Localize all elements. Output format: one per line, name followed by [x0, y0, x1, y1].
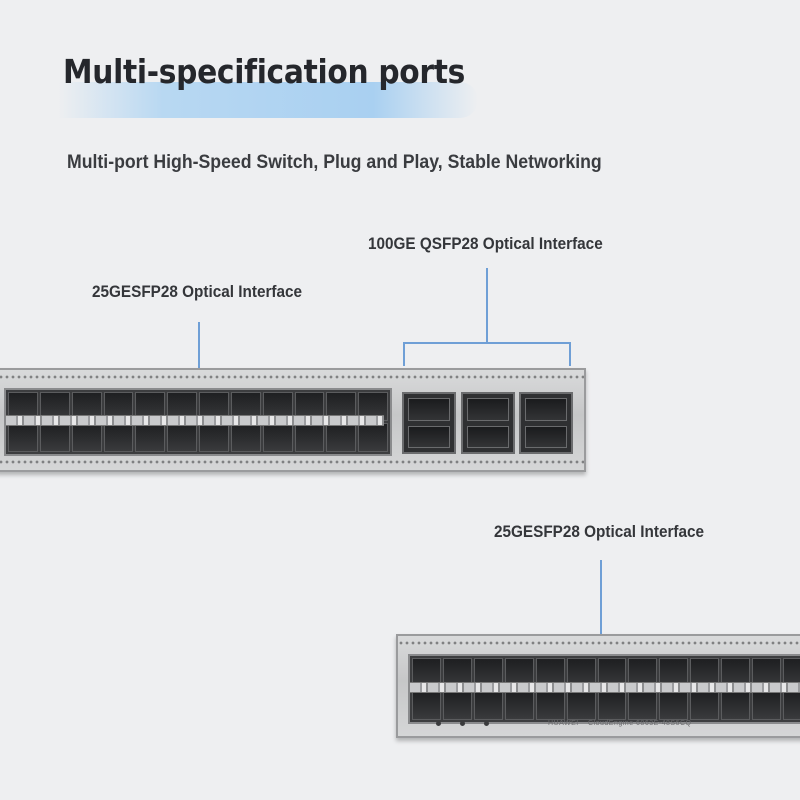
callout-line-qsfp28-stem — [486, 268, 488, 343]
qsfp28-port-group — [402, 392, 456, 454]
sfp28-port[interactable] — [71, 423, 102, 452]
callout-line-qsfp28-right — [569, 342, 571, 366]
sfp28-port[interactable] — [326, 423, 357, 452]
qsfp28-port-group — [519, 392, 573, 454]
sfp28-port[interactable] — [504, 690, 534, 720]
sfp28-port[interactable] — [597, 690, 627, 720]
sfp28-port[interactable] — [262, 423, 293, 452]
callout-line-qsfp28-bracket — [403, 342, 571, 344]
sfp28-port[interactable] — [752, 690, 782, 720]
callout-line-qsfp28-left — [403, 342, 405, 366]
sfp28-port[interactable] — [628, 690, 658, 720]
sfp28-port[interactable] — [783, 690, 800, 720]
switch-top-chassis — [0, 368, 586, 472]
sfp28-port[interactable] — [535, 690, 565, 720]
callout-label-qsfp28: 100GE QSFP28 Optical Interface — [368, 234, 603, 253]
sfp28-port[interactable] — [473, 690, 503, 720]
callout-label-sfp28-top: 25GESFP28 Optical Interface — [92, 282, 303, 301]
sfp28-port[interactable] — [8, 423, 38, 452]
status-led — [460, 721, 465, 726]
status-led — [484, 721, 489, 726]
title-highlight-band — [58, 82, 478, 118]
sfp28-port[interactable] — [230, 423, 261, 452]
sfp28-port[interactable] — [135, 423, 166, 452]
callout-line-sfp28-bottom — [600, 560, 602, 686]
sfp28-port[interactable] — [199, 423, 229, 452]
sfp28-port[interactable] — [566, 690, 596, 720]
vent-mesh-bottom — [0, 459, 584, 466]
qsfp28-port[interactable] — [408, 398, 450, 421]
sfp28-port[interactable] — [167, 423, 197, 452]
qsfp28-port-group — [461, 392, 515, 454]
brand-logo-text: HUAWEI — [548, 720, 579, 727]
qsfp28-port[interactable] — [467, 398, 509, 421]
switch-bottom-chassis: HUAWEI CloudEngine 6863E-48S6CQ — [396, 634, 800, 738]
port-led-row — [6, 415, 384, 426]
sfp28-port[interactable] — [721, 690, 751, 720]
sfp28-port[interactable] — [103, 423, 134, 452]
sfp28-port[interactable] — [690, 690, 720, 720]
page-title: Multi-specification ports — [63, 52, 465, 91]
sfp28-port[interactable] — [39, 423, 70, 452]
sfp28-port[interactable] — [659, 690, 689, 720]
page-subtitle: Multi-port High-Speed Switch, Plug and P… — [67, 152, 602, 173]
port-led-row — [410, 682, 800, 693]
vent-mesh-top — [0, 374, 584, 381]
qsfp28-port[interactable] — [408, 425, 450, 448]
sfp28-port[interactable] — [442, 690, 472, 720]
qsfp28-port[interactable] — [467, 425, 509, 448]
sfp28-port[interactable] — [412, 690, 441, 720]
model-name-text: CloudEngine 6863E-48S6CQ — [588, 720, 692, 727]
sfp28-port[interactable] — [358, 423, 388, 452]
status-led — [436, 721, 441, 726]
qsfp28-port[interactable] — [525, 425, 567, 448]
qsfp28-port[interactable] — [525, 398, 567, 421]
callout-label-sfp28-bottom: 25GESFP28 Optical Interface — [494, 522, 705, 541]
vent-mesh-top — [398, 640, 800, 647]
sfp28-port[interactable] — [294, 423, 325, 452]
